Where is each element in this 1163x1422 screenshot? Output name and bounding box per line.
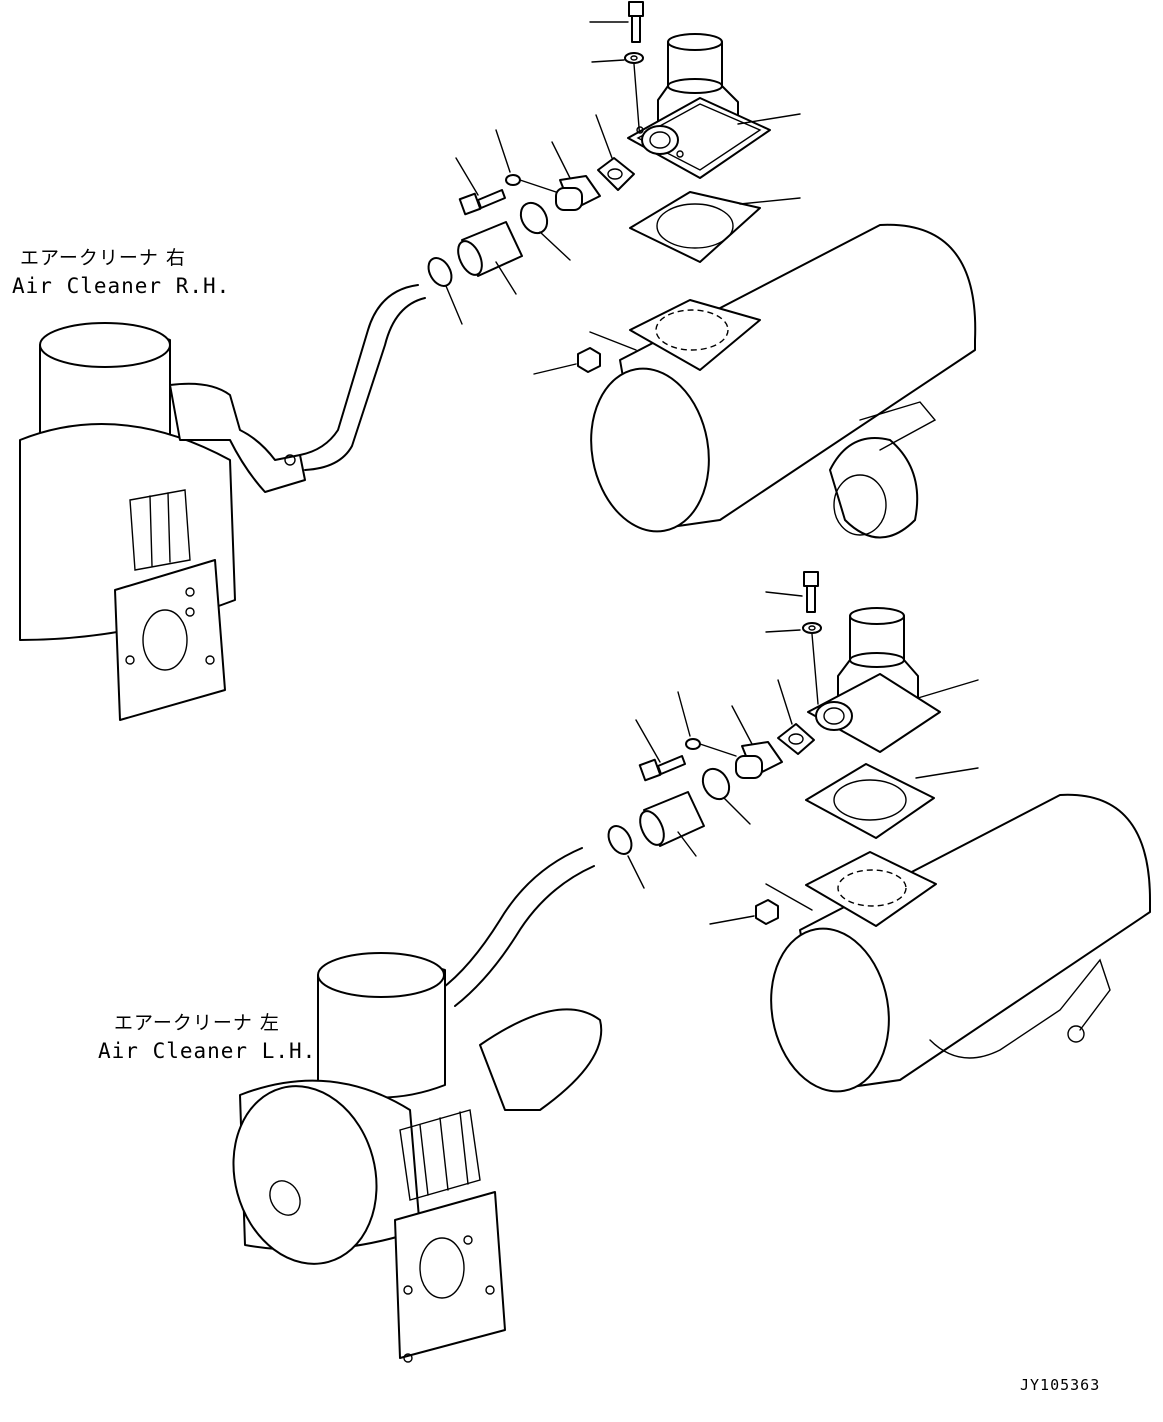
flange-pipe-upper [551,141,601,211]
clamp-upper-a [519,201,571,261]
air-cleaner-lh [232,952,603,1363]
lower-assembly-lh [232,571,1151,1363]
intake-hose-lh [439,847,595,1007]
intake-hose-rh [299,284,426,471]
air-cleaner-rh [19,322,306,721]
bolt-upper-side [455,129,557,216]
hose-upper [457,221,523,295]
clamp-upper-b [427,257,463,325]
bolt-lower-top [765,571,819,613]
upper-assembly-rh [19,1,977,721]
washer-upper-top [591,52,644,141]
bolt-upper-top [589,1,644,43]
small-gasket-lower [777,679,815,755]
bolt-lower-side [635,691,737,782]
drawing-code: JY105363 [1020,1376,1101,1394]
flange-pipe-lower [731,705,783,779]
gasket-upper-square [629,191,801,263]
hose-lower [639,791,705,857]
exhaust-elbow-lower [807,607,979,753]
washer-lower-top [765,622,822,705]
clamp-lower-a [701,767,751,825]
air-cleaner-lh-label-en: Air Cleaner L.H. [98,1039,317,1063]
muffler-lower [765,793,1151,1093]
muffler-upper [589,223,977,539]
air-cleaner-rh-label-jp: エアークリーナ 右 [20,247,186,269]
clamp-lower-b [607,825,645,889]
gasket-lower-square [805,763,979,839]
air-cleaner-lh-label-jp: エアークリーナ 左 [114,1012,280,1034]
air-cleaner-rh-label-en: Air Cleaner R.H. [12,274,231,298]
small-gasket-upper [595,114,635,191]
nut-upper [533,347,601,375]
exhaust-elbow-upper [627,33,801,179]
nut-lower [709,899,779,925]
